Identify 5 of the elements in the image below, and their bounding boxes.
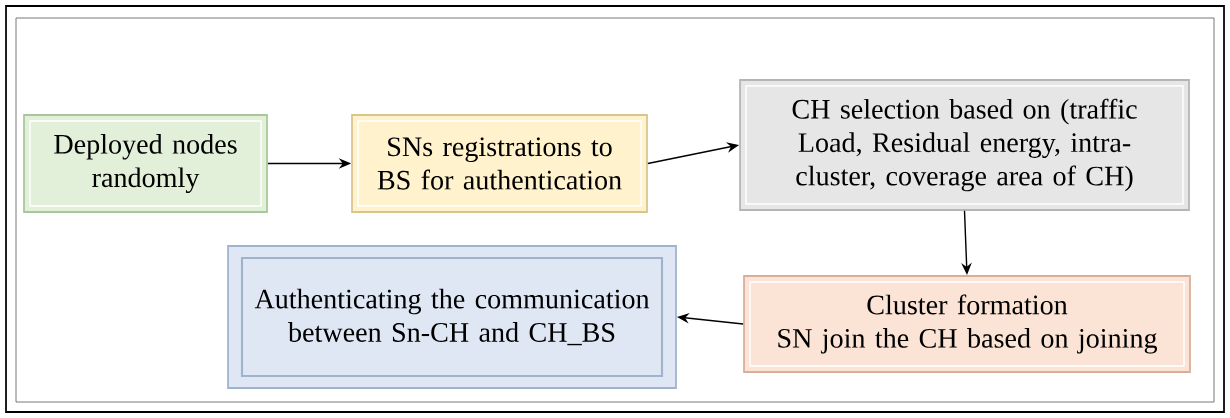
process-box: Cluster formation SN join the CH based on joining [743,275,1191,373]
process-box: CH selection based on (traffic Load, Residual energy, intra-cluster, coverage area of CH) [739,79,1190,211]
process-box: SNs registrations to BS for authentication [351,114,648,213]
process-box: Deployed nodes randomly [23,114,268,213]
process-box: Authenticating the communication between Sn-CH and CH_BS [227,245,677,389]
